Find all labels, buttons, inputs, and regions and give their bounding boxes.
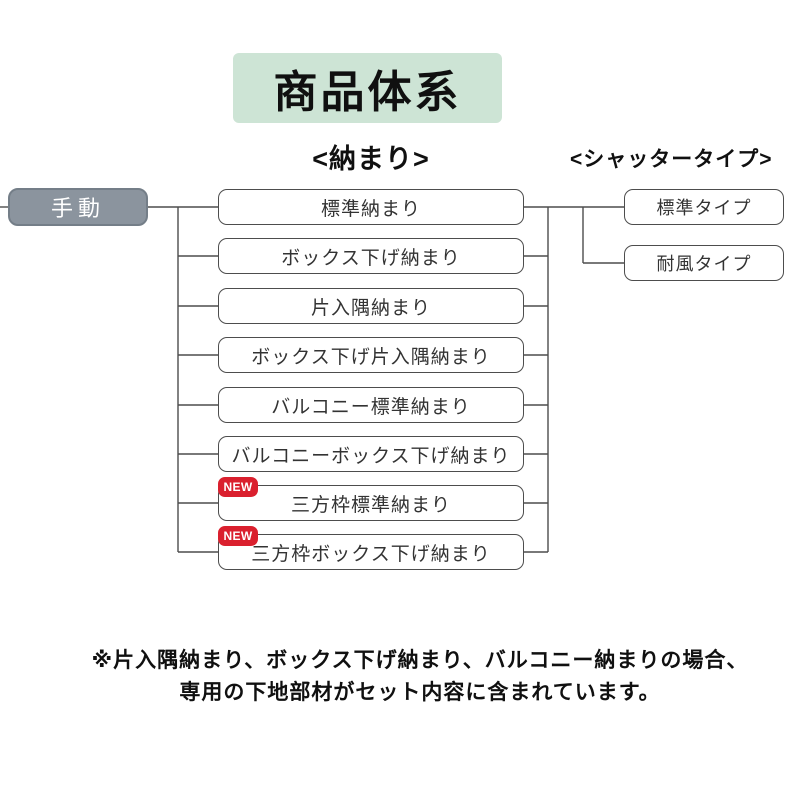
osamari-node-sanpowaku-standard: NEW 三方枠標準納まり <box>218 477 524 521</box>
osamari-column-header: <納まり> <box>312 144 430 174</box>
footnote: ※片入隅納まり、ボックス下げ納まり、バルコニー納まりの場合、 専用の下地部材がセ… <box>40 645 800 709</box>
osamari-node-box-sage-kataire-sumi: ボックス下げ片入隅納まり <box>218 337 524 373</box>
node-label: 三方枠標準納まり <box>290 494 451 516</box>
new-badge: NEW <box>218 526 258 546</box>
node-label: 片入隅納まり <box>310 297 431 319</box>
footnote-line-2: 専用の下地部材がセット内容に含まれています。 <box>179 681 661 704</box>
node-label: 三方枠ボックス下げ納まり <box>251 543 491 565</box>
node-label: 標準納まり <box>320 198 421 220</box>
shutter-type-column-header: <シャッタータイプ> <box>570 148 773 171</box>
osamari-node-balcony-box-sage: バルコニーボックス下げ納まり <box>218 436 524 472</box>
footnote-line-1: ※片入隅納まり、ボックス下げ納まり、バルコニー納まりの場合、 <box>91 649 749 672</box>
osamari-node-balcony-standard: バルコニー標準納まり <box>218 387 524 423</box>
node-label: 標準タイプ <box>656 198 752 218</box>
shutter-node-standard: 標準タイプ <box>624 189 784 225</box>
node-label: ボックス下げ片入隅納まり <box>251 346 491 368</box>
node-label: バルコニー標準納まり <box>271 396 471 418</box>
osamari-node-kataire-sumi: 片入隅納まり <box>218 288 524 324</box>
new-badge: NEW <box>218 477 258 497</box>
osamari-node-sanpowaku-box-sage: NEW 三方枠ボックス下げ納まり <box>218 526 524 570</box>
osamari-node-standard: 標準納まり <box>218 189 524 225</box>
diagram-title-band: 商品体系 <box>233 53 502 123</box>
node-label: バルコニーボックス下げ納まり <box>231 445 511 467</box>
node-label: ボックス下げ納まり <box>281 247 461 269</box>
page-title: 商品体系 <box>273 68 462 117</box>
osamari-node-box-sage: ボックス下げ納まり <box>218 238 524 274</box>
manual-node: 手動 <box>8 188 148 226</box>
node-label: 耐風タイプ <box>656 254 752 274</box>
shutter-node-taifu: 耐風タイプ <box>624 245 784 281</box>
